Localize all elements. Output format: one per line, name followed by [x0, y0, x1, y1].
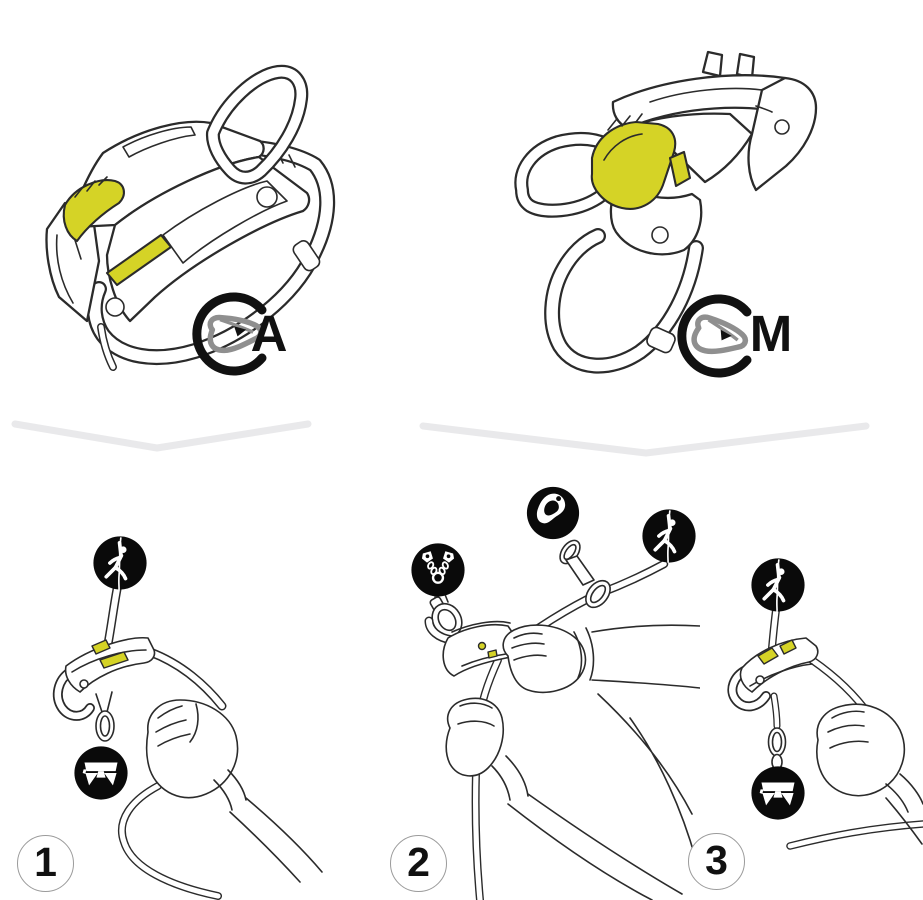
chevron-divider-right	[419, 422, 870, 457]
carabiner-icon	[693, 316, 747, 355]
section-divider	[0, 415, 923, 470]
quickdraw-illustration	[559, 539, 611, 609]
climber-icon	[92, 535, 148, 591]
belay-device-illustration	[514, 50, 818, 256]
belayer-hand-illustration	[816, 703, 923, 845]
step-3-illustration	[690, 480, 923, 900]
chevron-divider-left	[11, 420, 312, 452]
step-1-number: 1	[17, 835, 74, 892]
figure-mode-a	[15, 35, 365, 405]
mode-a-badge	[192, 292, 267, 376]
step-1-illustration	[0, 480, 330, 900]
step-3-number: 3	[688, 833, 745, 890]
carabiner-illustration	[544, 228, 704, 374]
belay-device-illustration	[727, 637, 819, 771]
mode-m-badge	[677, 294, 752, 378]
harness-icon	[74, 746, 128, 800]
anchor-chains-icon	[410, 542, 466, 598]
bolt-hanger-icon	[526, 486, 580, 540]
belay-device-illustration	[424, 591, 519, 677]
harness-icon	[751, 766, 805, 820]
belayer-right-hand-illustration	[502, 624, 700, 861]
mode-a-label: A	[250, 305, 288, 362]
mode-m-label: M	[749, 305, 793, 362]
step-2-illustration	[330, 480, 700, 900]
climber-icon	[750, 557, 806, 613]
belayer-brake-hand-illustration	[445, 697, 683, 900]
belay-device-illustration	[52, 637, 156, 742]
figure-mode-m	[500, 30, 923, 410]
step-2-number: 2	[390, 835, 447, 892]
belayer-hand-illustration	[145, 699, 323, 883]
climber-icon	[641, 508, 697, 564]
keeper-loop-illustration	[205, 64, 309, 185]
